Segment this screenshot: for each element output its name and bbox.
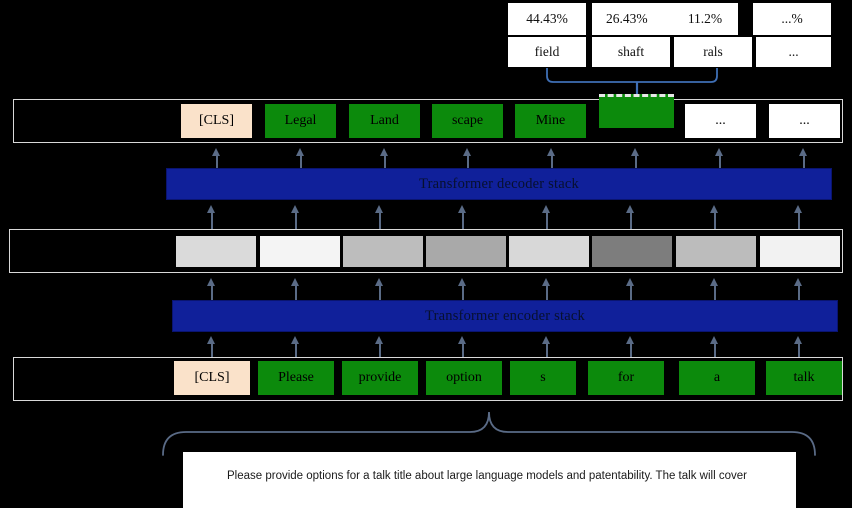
input-token-6: a [679,361,755,395]
arrow-emb-to-decoder-6 [710,205,719,229]
decoder-token-0: [CLS] [181,104,252,138]
decoder-token-2: Land [349,104,420,138]
decoder-token-3: scape [432,104,503,138]
decoder-token-1: Legal [265,104,336,138]
arrow-encoder-to-emb-7 [794,278,803,300]
arrow-input-to-encoder-6 [710,336,719,358]
embedding-cell-2 [343,236,423,267]
input-token-5: for [588,361,664,395]
decoder-token-6: ... [685,104,756,138]
arrow-encoder-to-emb-3 [458,278,467,300]
embedding-cell-6 [676,236,756,267]
arrow-input-to-encoder-4 [542,336,551,358]
candidate-token-1: shaft [591,36,671,68]
embedding-cell-7 [760,236,840,267]
candidate-token-3: ... [755,36,832,68]
arrow-emb-to-decoder-7 [794,205,803,229]
arrow-emb-to-decoder-2 [375,205,384,229]
arrow-input-to-encoder-7 [794,336,803,358]
embedding-cell-3 [426,236,506,267]
arrow-encoder-to-emb-1 [291,278,300,300]
candidate-probability-3: ...% [752,2,832,36]
arrow-input-to-encoder-5 [626,336,635,358]
prompt-text: Please provide options for a talk title … [227,470,747,482]
arrow-emb-to-decoder-3 [458,205,467,229]
arrow-decoder-out-1 [296,148,305,170]
arrow-emb-to-decoder-5 [626,205,635,229]
input-token-0: [CLS] [174,361,250,395]
embedding-cell-0 [176,236,256,267]
arrow-emb-to-decoder-1 [291,205,300,229]
arrow-encoder-to-emb-4 [542,278,551,300]
arrow-decoder-out-6 [715,148,724,170]
arrow-emb-to-decoder-4 [542,205,551,229]
embedding-cell-5 [592,236,672,267]
arrow-decoder-out-2 [380,148,389,170]
transformer-decoder-stack: Transformer decoder stack [166,168,832,200]
arrow-encoder-to-emb-2 [375,278,384,300]
arrow-decoder-out-4 [547,148,556,170]
decoder-token-4: Mine [515,104,586,138]
prompt-text-panel: Please provide options for a talk title … [183,452,796,508]
input-token-4: s [510,361,576,395]
arrow-encoder-to-emb-0 [207,278,216,300]
embedding-cell-1 [260,236,340,267]
input-token-2: provide [342,361,418,395]
candidate-probability-0: 44.43% [507,2,587,36]
arrow-input-to-encoder-0 [207,336,216,358]
candidate-probability-2: 11.2% [672,2,739,36]
decoder-token-5-active-slot [599,94,674,128]
candidate-token-2: rals [673,36,753,68]
arrow-encoder-to-emb-6 [710,278,719,300]
arrow-decoder-out-7 [799,148,808,170]
input-token-7: talk [766,361,842,395]
arrow-input-to-encoder-1 [291,336,300,358]
arrow-decoder-out-3 [463,148,472,170]
arrow-decoder-out-5 [631,148,640,170]
arrow-encoder-to-emb-5 [626,278,635,300]
transformer-encoder-stack: Transformer encoder stack [172,300,838,332]
embedding-cell-4 [509,236,589,267]
arrow-input-to-encoder-2 [375,336,384,358]
candidate-token-0: field [507,36,587,68]
arrow-decoder-out-0 [212,148,221,170]
arrow-input-to-encoder-3 [458,336,467,358]
input-token-3: option [426,361,502,395]
input-token-1: Please [258,361,334,395]
decoder-token-7: ... [769,104,840,138]
arrow-emb-to-decoder-0 [207,205,216,229]
